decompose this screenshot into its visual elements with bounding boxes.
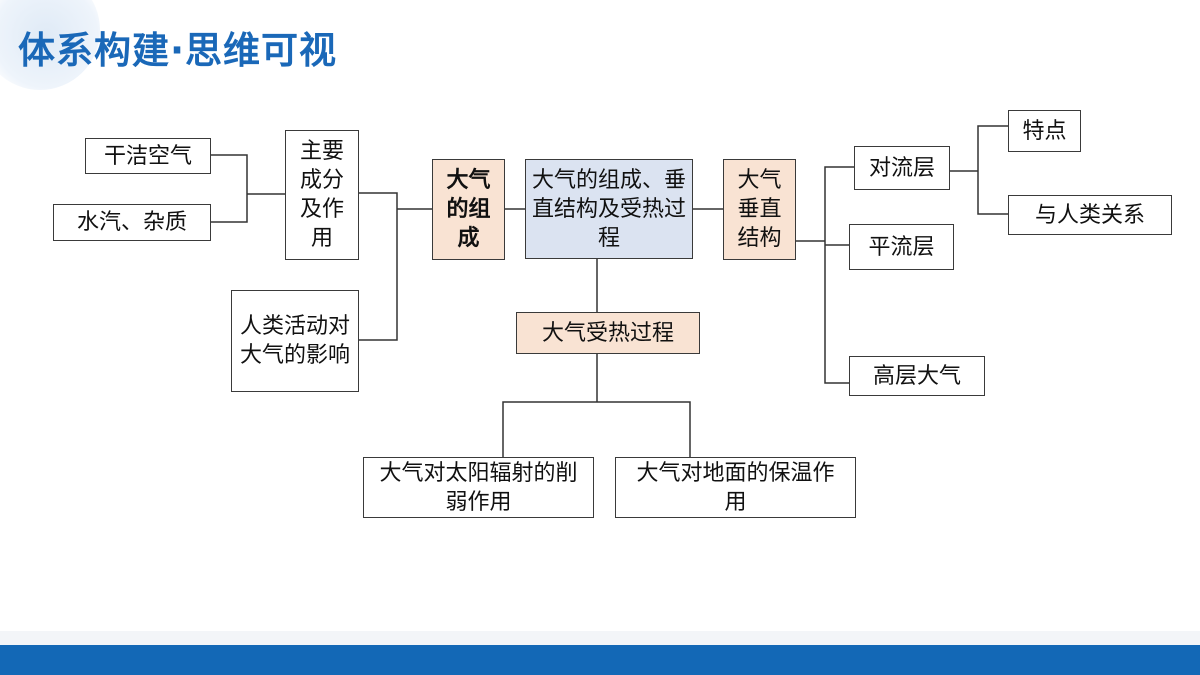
title-area: 体系构建·思维可视: [0, 0, 420, 90]
heating-process-box: 大气受热过程: [516, 312, 700, 354]
vapor-impurities-box: 水汽、杂质: [53, 204, 211, 241]
human-activity-box: 人类活动对大气的影响: [231, 290, 359, 392]
page-title: 体系构建·思维可视: [18, 29, 338, 72]
dry-air-box: 干洁空气: [85, 138, 211, 174]
features-box: 特点: [1008, 110, 1081, 152]
upper-atmosphere-box: 高层大气: [849, 356, 985, 396]
human-relation-box: 与人类关系: [1008, 195, 1172, 235]
footer-strip: [0, 631, 1200, 645]
center-topic-box: 大气的组成、垂直结构及受热过程: [525, 159, 693, 259]
vertical-structure-box: 大气垂直结构: [723, 159, 796, 260]
composition-box: 主要成分及作用: [285, 130, 359, 260]
atmosphere-composition-box: 大气的组成: [432, 159, 505, 260]
troposphere-box: 对流层: [854, 146, 950, 190]
weakening-effect-box: 大气对太阳辐射的削弱作用: [363, 457, 594, 518]
insulation-effect-box: 大气对地面的保温作用: [615, 457, 856, 518]
stratosphere-box: 平流层: [849, 224, 954, 270]
footer-bar: [0, 645, 1200, 675]
